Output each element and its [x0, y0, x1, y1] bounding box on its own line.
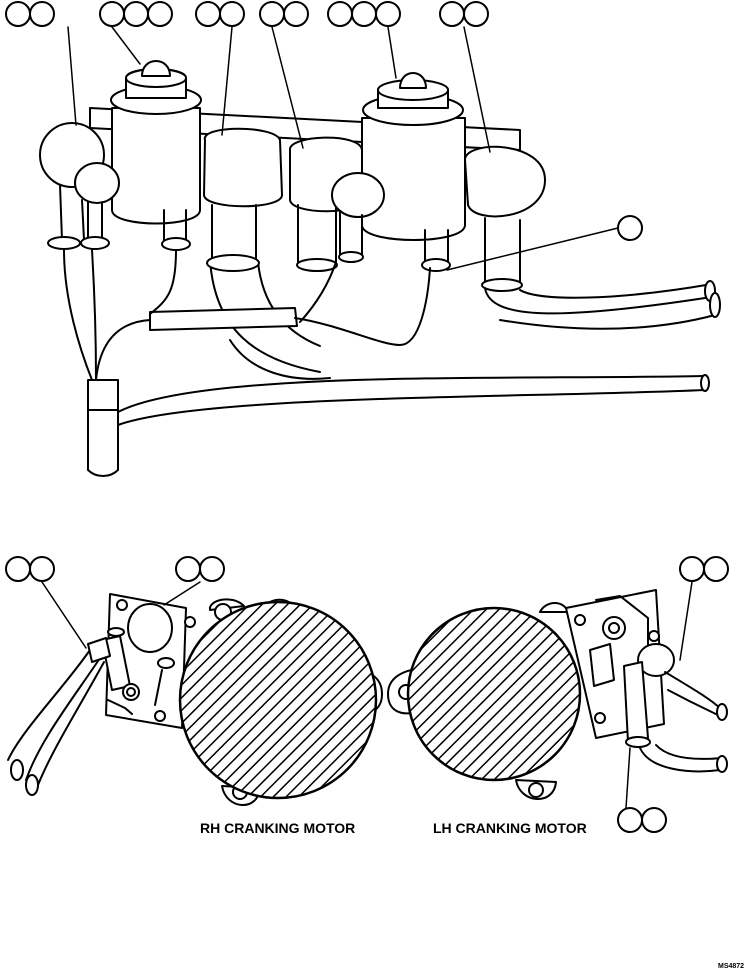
callout-balloon [195, 1, 221, 27]
callout-balloon [375, 1, 401, 27]
solenoid-right [331, 72, 466, 272]
callout-balloon [327, 1, 353, 27]
lh-motor-label: LH CRANKING MOTOR [433, 820, 587, 836]
right-boot [464, 145, 716, 315]
callout-balloon [259, 1, 285, 27]
motor-body-hatched [178, 600, 378, 800]
callout-balloon [463, 1, 489, 27]
callout-balloon [703, 556, 729, 582]
lh-cranking-motor [387, 581, 728, 809]
rh-motor-label: RH CRANKING MOTOR [200, 820, 355, 836]
callout-balloon [175, 556, 201, 582]
callout-balloon [147, 1, 173, 27]
cable-loom [63, 249, 721, 477]
solenoid-left [74, 60, 202, 251]
callout-balloon [617, 215, 643, 241]
callout-balloon [123, 1, 149, 27]
callout-balloon [29, 556, 55, 582]
callout-balloon [5, 1, 31, 27]
top-leader-lines [67, 26, 619, 271]
callout-balloon [641, 807, 667, 833]
callout-balloon [283, 1, 309, 27]
rh-cranking-motor [7, 581, 383, 806]
callout-balloon [99, 1, 125, 27]
callout-balloon [219, 1, 245, 27]
callout-balloon [439, 1, 465, 27]
top-callouts [5, 1, 643, 241]
callout-balloon [5, 556, 31, 582]
callout-balloon [679, 556, 705, 582]
figure-id: MS4872 [718, 963, 744, 970]
solenoid-assembly [39, 26, 721, 477]
bottom-callouts [5, 556, 729, 833]
motor-body-hatched [406, 606, 582, 782]
callout-balloon [617, 807, 643, 833]
callout-balloon [29, 1, 55, 27]
callout-balloon [199, 556, 225, 582]
callout-balloon [351, 1, 377, 27]
